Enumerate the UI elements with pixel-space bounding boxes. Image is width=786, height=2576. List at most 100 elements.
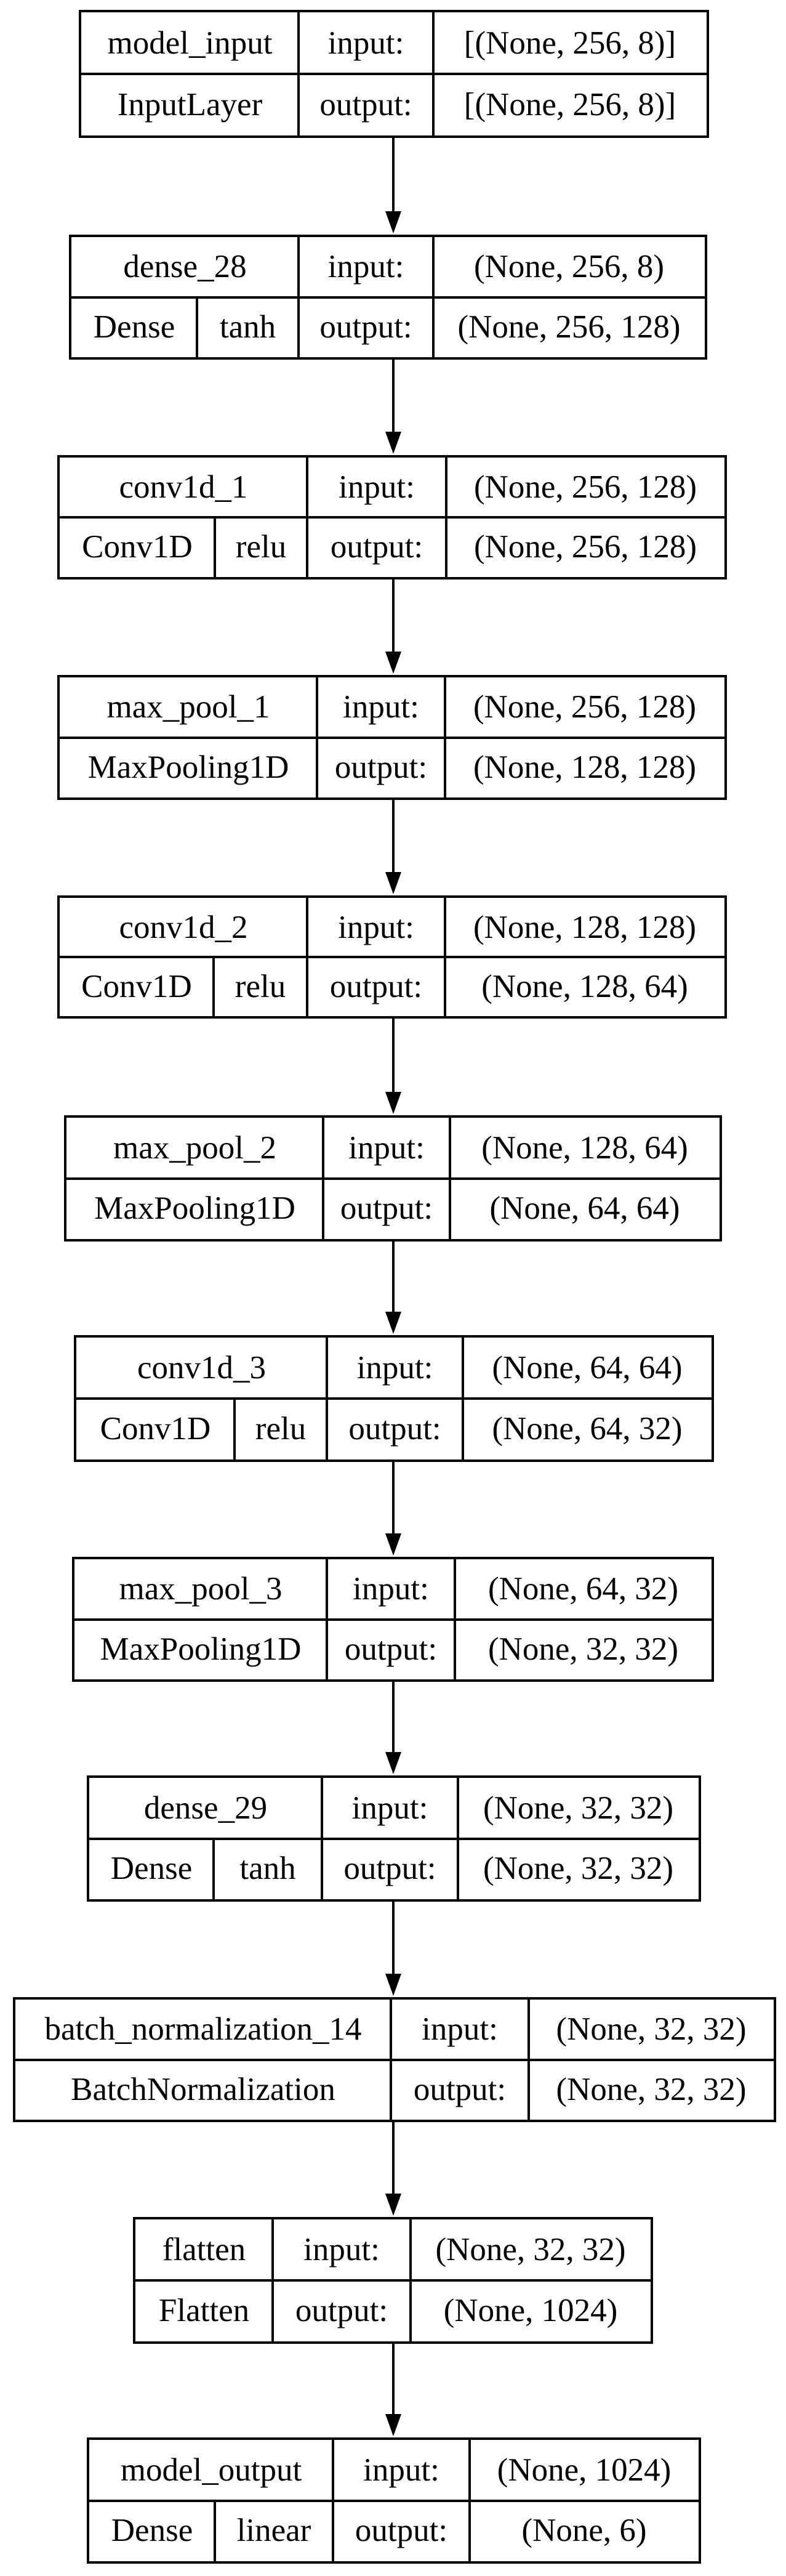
input-shape: (None, 128, 64) [481,1129,688,1166]
arrowhead-icon [385,2414,401,2436]
layer-type: Conv1D [81,968,192,1004]
input-label: input: [327,249,404,285]
input-label: input: [353,1571,429,1607]
output-label: output: [319,86,412,123]
layer-activation: tanh [239,1851,296,1887]
input-label: input: [351,1790,428,1826]
output-shape: (None, 32, 32) [483,1851,674,1887]
row-divider [76,1397,712,1400]
output-shape: (None, 128, 64) [481,968,688,1004]
input-shape: (None, 32, 32) [435,2232,626,2267]
output-label: output: [295,2293,388,2328]
layer-name: conv1d_2 [119,909,248,945]
input-label: input: [348,1129,425,1166]
row-divider [81,73,707,75]
output-label: output: [319,309,412,345]
cell-divider [233,1399,236,1460]
output-shape: (None, 1024) [443,2293,618,2328]
cell-divider [212,1838,215,1899]
input-shape: (None, 32, 32) [483,1790,674,1826]
arrowhead-icon [385,1974,401,1996]
layer-name: max_pool_1 [106,689,270,725]
output-label: output: [334,749,428,785]
output-label: output: [344,1631,438,1667]
output-shape: (None, 64, 32) [492,1411,683,1447]
output-label: output: [330,529,423,565]
input-label: input: [422,2011,498,2048]
layer-name: conv1d_3 [137,1350,267,1386]
layer-type: Dense [93,309,175,345]
output-shape: (None, 32, 32) [556,2071,747,2107]
arrowhead-icon [385,1752,401,1774]
layer-name: batch_normalization_14 [44,2011,362,2048]
layer-name: dense_28 [123,249,247,285]
layer-type: Conv1D [100,1411,211,1447]
input-label: input: [339,469,415,505]
cell-divider [212,957,215,1016]
layer-name: model_input [107,25,273,61]
row-divider [60,516,724,519]
layer-activation: relu [255,1411,307,1447]
cell-divider [214,2500,216,2561]
arrowhead-icon [385,652,401,674]
output-shape: (None, 256, 128) [473,529,697,565]
input-shape: (None, 32, 32) [556,2011,747,2048]
output-label: output: [343,1851,436,1887]
output-label: output: [355,2513,448,2549]
output-shape: [(None, 256, 8)] [463,86,676,123]
output-shape: (None, 256, 128) [457,309,681,345]
layer-type: Conv1D [82,529,193,565]
layer-type: Flatten [158,2293,250,2328]
layer-activation: relu [235,968,286,1004]
row-divider [60,956,724,958]
cell-divider [214,517,216,577]
layer-activation: relu [235,529,287,565]
row-divider [15,2058,774,2061]
layer-name: dense_29 [143,1790,268,1826]
input-shape: (None, 256, 8) [473,249,665,285]
input-shape: (None, 256, 128) [473,469,697,505]
layer-name: conv1d_1 [119,469,248,505]
layer-type: BatchNormalization [71,2071,335,2107]
arrowhead-icon [385,2194,401,2216]
input-shape: (None, 128, 128) [473,909,697,945]
arrowhead-icon [385,1533,401,1556]
output-label: output: [413,2071,507,2107]
input-shape: (None, 1024) [497,2452,672,2488]
input-shape: (None, 256, 128) [473,689,697,725]
row-divider [89,1837,699,1840]
output-shape: (None, 6) [521,2513,647,2549]
output-label: output: [340,1190,433,1227]
layer-type: Dense [110,1851,193,1887]
row-divider [89,2499,699,2502]
output-shape: (None, 128, 128) [473,749,697,785]
input-shape: [(None, 256, 8)] [463,25,676,61]
layer-type: Dense [111,2513,193,2549]
layer-type: InputLayer [117,86,263,123]
output-label: output: [329,968,423,1004]
row-divider [135,2279,651,2282]
arrowhead-icon [385,432,401,454]
arrowhead-icon [385,1312,401,1334]
input-label: input: [356,1350,433,1386]
output-shape: (None, 32, 32) [487,1631,679,1667]
output-label: output: [348,1411,441,1447]
layer-activation: tanh [219,309,276,345]
input-label: input: [327,25,404,61]
input-shape: (None, 64, 64) [492,1350,683,1386]
cell-divider [196,297,198,357]
layer-activation: linear [236,2513,311,2549]
input-shape: (None, 64, 32) [487,1571,679,1607]
